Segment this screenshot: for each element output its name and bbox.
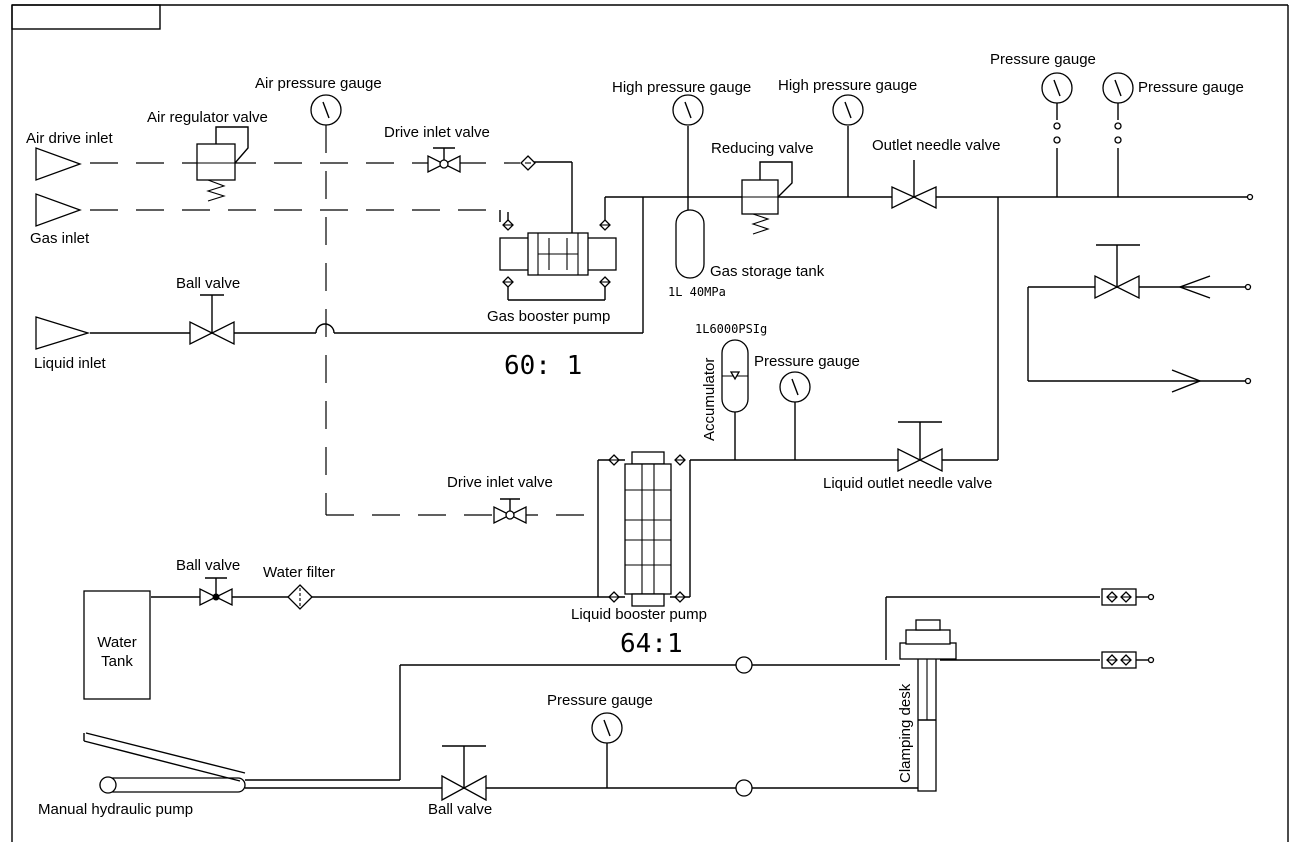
outlet-terminals bbox=[1147, 193, 1254, 664]
label-pressure-gauge-top-1: Pressure gauge bbox=[990, 51, 1096, 68]
high-pressure-gauge-2-symbol bbox=[832, 94, 864, 126]
hydraulic-lines bbox=[245, 596, 1100, 789]
liquid-inlet-symbol bbox=[35, 316, 91, 350]
label-accumulator-rating: 1L6000PSIg bbox=[695, 322, 767, 336]
label-ball-valve-water: Ball valve bbox=[176, 557, 240, 574]
high-pressure-gauge-1-symbol bbox=[672, 94, 704, 126]
pressure-gauge-top-1-symbol bbox=[1041, 72, 1073, 144]
label-drive-inlet-valve-lower: Drive inlet valve bbox=[447, 474, 553, 491]
water-filter-symbol bbox=[287, 584, 313, 610]
gas-booster-pump-symbol bbox=[499, 219, 617, 288]
clamping-desk-symbol bbox=[899, 619, 957, 792]
label-clamping-desk: Clamping desk bbox=[897, 683, 914, 783]
label-gas-storage-tank: Gas storage tank bbox=[710, 263, 825, 280]
clamping-outlet-couplings bbox=[1101, 588, 1148, 669]
label-gas-booster-pump: Gas booster pump bbox=[487, 308, 610, 325]
secondary-needle-valve-symbol bbox=[1094, 244, 1140, 300]
liquid-outlet-line bbox=[690, 402, 998, 461]
accumulator-symbol bbox=[721, 339, 749, 413]
gas-inlet-symbol bbox=[35, 193, 82, 227]
label-gas-inlet: Gas inlet bbox=[30, 230, 90, 247]
pressure-gauge-bottom-symbol bbox=[591, 712, 623, 744]
label-manual-hydraulic-pump: Manual hydraulic pump bbox=[38, 801, 193, 818]
drive-inlet-valve-lower-symbol bbox=[493, 498, 527, 525]
label-accumulator: Accumulator bbox=[701, 358, 718, 441]
air-pressure-gauge-symbol bbox=[310, 94, 342, 126]
label-drive-inlet-valve-top: Drive inlet valve bbox=[384, 124, 490, 141]
reducing-valve-symbol bbox=[741, 161, 793, 235]
pressure-gauge-accumulator-symbol bbox=[779, 371, 811, 403]
water-tank-symbol bbox=[83, 590, 151, 700]
label-water-filter: Water filter bbox=[263, 564, 335, 581]
outlet-needle-valve-symbol bbox=[891, 160, 937, 210]
drive-inlet-valve-top-symbol bbox=[427, 147, 536, 174]
label-pressure-gauge-accumulator: Pressure gauge bbox=[754, 353, 860, 370]
liquid-booster-pump-symbol bbox=[608, 451, 686, 607]
label-liquid-booster-pump: Liquid booster pump bbox=[571, 606, 707, 623]
ball-valve-water-symbol bbox=[199, 577, 233, 607]
label-reducing-valve: Reducing valve bbox=[711, 140, 814, 157]
label-air-drive-inlet: Air drive inlet bbox=[26, 130, 114, 147]
air-regulator-valve-symbol bbox=[196, 126, 249, 202]
water-supply-line bbox=[151, 459, 691, 598]
ball-valve-liquid-symbol bbox=[189, 294, 235, 346]
label-outlet-needle-valve: Outlet needle valve bbox=[872, 137, 1000, 154]
pilot-dashed-lines bbox=[90, 125, 596, 516]
label-tank-rating: 1L 40MPa bbox=[668, 285, 726, 299]
ball-valve-bottom-symbol bbox=[441, 745, 487, 802]
drawing-frame bbox=[11, 4, 1289, 842]
label-liquid-ratio: 64:1 bbox=[620, 629, 683, 659]
pressure-gauge-top-2-symbol bbox=[1102, 72, 1134, 144]
label-ball-valve-liquid: Ball valve bbox=[176, 275, 240, 292]
label-high-pressure-gauge-2: High pressure gauge bbox=[778, 77, 917, 94]
label-ball-valve-bottom: Ball valve bbox=[428, 801, 492, 818]
label-air-pressure-gauge: Air pressure gauge bbox=[255, 75, 382, 92]
label-liquid-outlet-needle-valve: Liquid outlet needle valve bbox=[823, 475, 992, 492]
label-high-pressure-gauge-1: High pressure gauge bbox=[612, 79, 751, 96]
gas-storage-tank-symbol bbox=[675, 209, 705, 279]
label-pressure-gauge-bottom: Pressure gauge bbox=[547, 692, 653, 709]
label-pressure-gauge-top-2: Pressure gauge bbox=[1138, 79, 1244, 96]
hydraulic-couplings bbox=[735, 656, 753, 797]
air-drive-inlet-symbol bbox=[35, 147, 82, 181]
label-water-tank-line1: Water bbox=[97, 634, 136, 651]
gas-main-line bbox=[604, 126, 1250, 460]
manual-hydraulic-pump-symbol bbox=[83, 732, 246, 794]
gas-booster-pump-frame-lines bbox=[507, 161, 606, 301]
label-air-regulator-valve: Air regulator valve bbox=[147, 109, 268, 126]
label-gas-ratio: 60: 1 bbox=[504, 351, 582, 381]
label-water-tank-line2: Tank bbox=[101, 653, 133, 670]
label-liquid-inlet: Liquid inlet bbox=[34, 355, 107, 372]
liquid-outlet-needle-valve-symbol bbox=[897, 421, 943, 473]
